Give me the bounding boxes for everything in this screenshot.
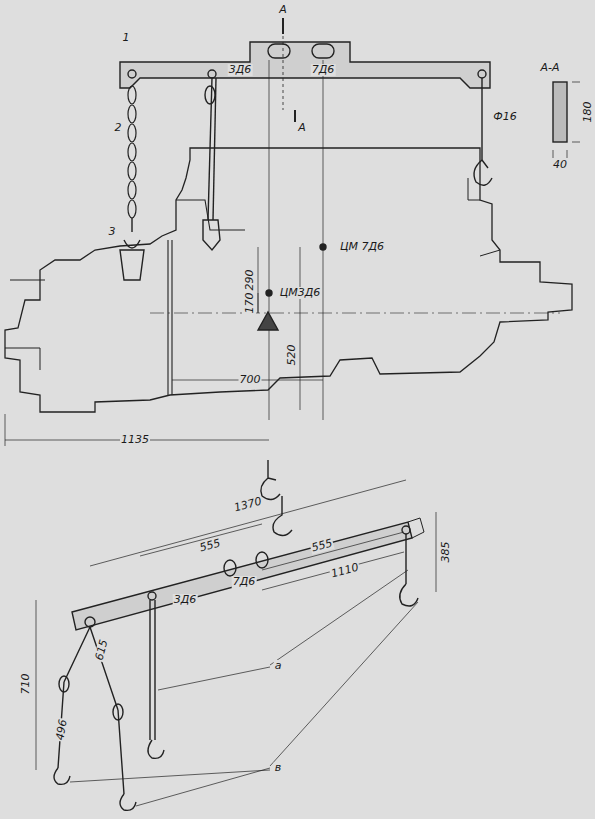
dimension-label: ЦМ 7Д6 (339, 241, 385, 253)
dimension-label: 520 (286, 344, 298, 367)
dimension-label: 290 (244, 269, 256, 292)
dimension-label: 180 (582, 101, 594, 124)
dimension-label: 385 (440, 541, 452, 564)
dimension-label: 1110 (329, 561, 361, 580)
dimension-label: а (274, 660, 283, 672)
dimension-label: А (297, 122, 307, 134)
dimension-label: 496 (54, 718, 70, 743)
dimension-label: 40 (552, 159, 568, 171)
dimension-label: 7Д6 (311, 64, 336, 76)
dimension-label: А-А (539, 62, 560, 74)
dimension-label: 1 (122, 32, 131, 44)
dimension-label: в (274, 762, 282, 774)
dimension-label: 3Д6 (173, 594, 198, 606)
dimension-label: 710 (20, 673, 32, 696)
dimension-label: ЦМ3Д6 (279, 287, 322, 299)
dimension-label: 1135 (120, 434, 150, 446)
dimension-label: 3Д6 (228, 64, 253, 76)
dimension-label: А (278, 4, 288, 16)
dimension-label: 700 (239, 374, 262, 386)
dimension-label: Ф16 (492, 111, 517, 123)
dimension-label: 615 (93, 637, 111, 662)
dimension-label: 1370 (232, 495, 264, 514)
dimension-label: 2 (114, 122, 123, 134)
dimension-label: 7Д6 (232, 576, 257, 588)
dimension-label: 170 (244, 292, 256, 315)
dimension-label: 3 (108, 226, 117, 238)
